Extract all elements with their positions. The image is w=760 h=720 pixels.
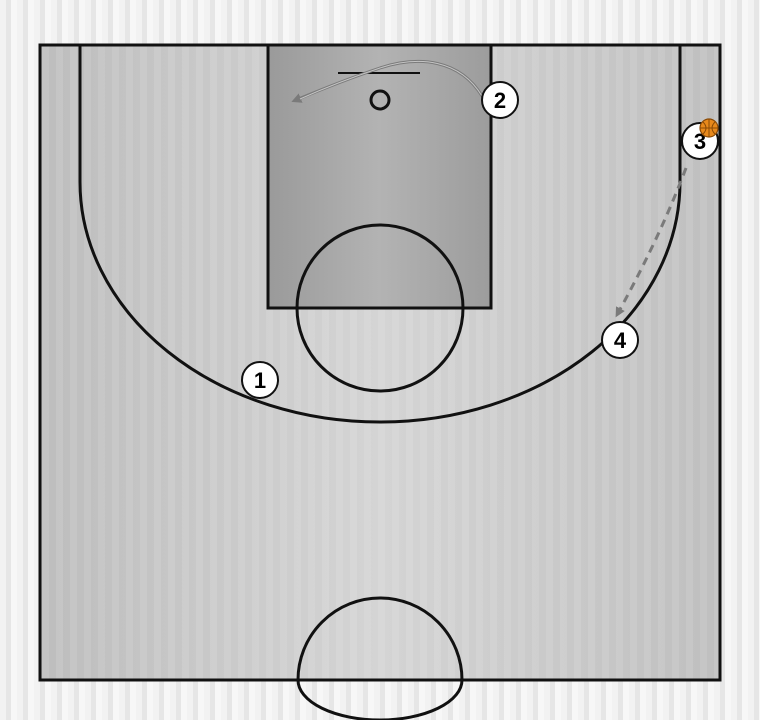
- rim: [369, 89, 391, 111]
- player-2[interactable]: 2: [481, 81, 519, 119]
- dribble-path-player-3: [615, 167, 688, 318]
- basketball-icon: [699, 118, 719, 138]
- cut-path-player-2-highlight: [299, 60, 483, 100]
- player-1-label: 1: [254, 368, 266, 393]
- player-4-label: 4: [614, 328, 627, 353]
- center-circle: [296, 596, 464, 681]
- three-point-line: [78, 45, 682, 424]
- free-throw-circle: [295, 223, 465, 393]
- player-2-label: 2: [494, 88, 506, 113]
- center-circle-lower: [296, 679, 464, 720]
- paint-area: [266, 43, 493, 310]
- court-boundary: [38, 43, 722, 682]
- player-1[interactable]: 1: [241, 361, 279, 399]
- player-4[interactable]: 4: [601, 321, 639, 359]
